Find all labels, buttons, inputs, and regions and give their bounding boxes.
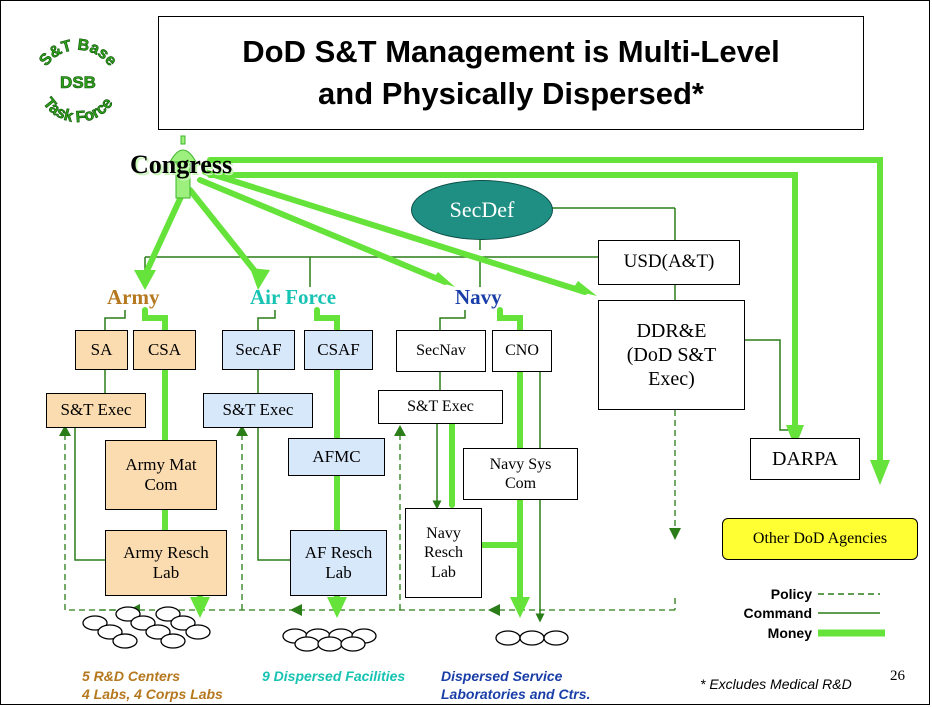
navy-st-exec-box: S&T Exec bbox=[378, 390, 503, 424]
navy-sys-com-box: Navy Sys Com bbox=[463, 448, 578, 500]
page-number: 26 bbox=[890, 668, 905, 684]
darpa-box: DARPA bbox=[750, 438, 860, 480]
csa-box: CSA bbox=[133, 330, 196, 370]
seal-top-text: S&T Base bbox=[36, 36, 120, 69]
army-mat-com-box: Army Mat Com bbox=[105, 440, 217, 510]
cno-box: CNO bbox=[492, 330, 552, 372]
other-dod-agencies-box: Other DoD Agencies bbox=[722, 518, 918, 560]
legend-money-label: Money bbox=[767, 625, 812, 641]
legend-policy-label: Policy bbox=[770, 586, 812, 602]
af-facilities-note: 9 Dispersed Facilities bbox=[262, 668, 406, 684]
seal-bottom-text: Task Force bbox=[39, 94, 117, 126]
seal-center-text: DSB bbox=[60, 73, 96, 92]
af-st-exec-box: S&T Exec bbox=[203, 393, 313, 428]
army-st-exec-box: S&T Exec bbox=[46, 393, 146, 428]
usd-at-box: USD(A&T) bbox=[598, 240, 740, 285]
command-lines bbox=[74, 207, 795, 623]
svg-text:S&T Base: S&T Base bbox=[36, 37, 120, 70]
afmc-box: AFMC bbox=[288, 438, 385, 476]
navy-label: Navy bbox=[455, 285, 502, 309]
csaf-box: CSAF bbox=[304, 330, 373, 370]
secdef-node: SecDef bbox=[411, 180, 553, 240]
army-label: Army bbox=[107, 285, 160, 309]
svg-text:Task Force: Task Force bbox=[39, 95, 116, 126]
ddre-box: DDR&E (DoD S&T Exec) bbox=[598, 300, 745, 410]
secaf-box: SecAF bbox=[222, 330, 295, 370]
money-arrowheads bbox=[134, 268, 890, 618]
medical-exclusion-note: * Excludes Medical R&D bbox=[700, 676, 852, 692]
navy-resch-lab-box: Navy Resch Lab bbox=[405, 508, 482, 598]
sa-box: SA bbox=[75, 330, 128, 370]
air-force-label: Air Force bbox=[250, 285, 337, 309]
congress-label: Congress bbox=[130, 150, 233, 179]
legend-command-label: Command bbox=[743, 605, 812, 621]
army-facilities-note: 5 R&D Centers 4 Labs, 4 Corps Labs bbox=[82, 668, 223, 702]
dsb-seal-icon: S&T Base DSB Task Force bbox=[36, 36, 120, 126]
lab-ellipses bbox=[82, 606, 569, 652]
af-resch-lab-box: AF Resch Lab bbox=[290, 530, 387, 596]
army-resch-lab-box: Army Resch Lab bbox=[105, 530, 227, 596]
slide-title: DoD S&T Management is Multi-Level and Ph… bbox=[158, 16, 864, 130]
secnav-box: SecNav bbox=[396, 330, 486, 372]
capitol-icon bbox=[169, 135, 197, 199]
navy-facilities-note: Dispersed Service Laboratories and Ctrs. bbox=[441, 668, 591, 702]
